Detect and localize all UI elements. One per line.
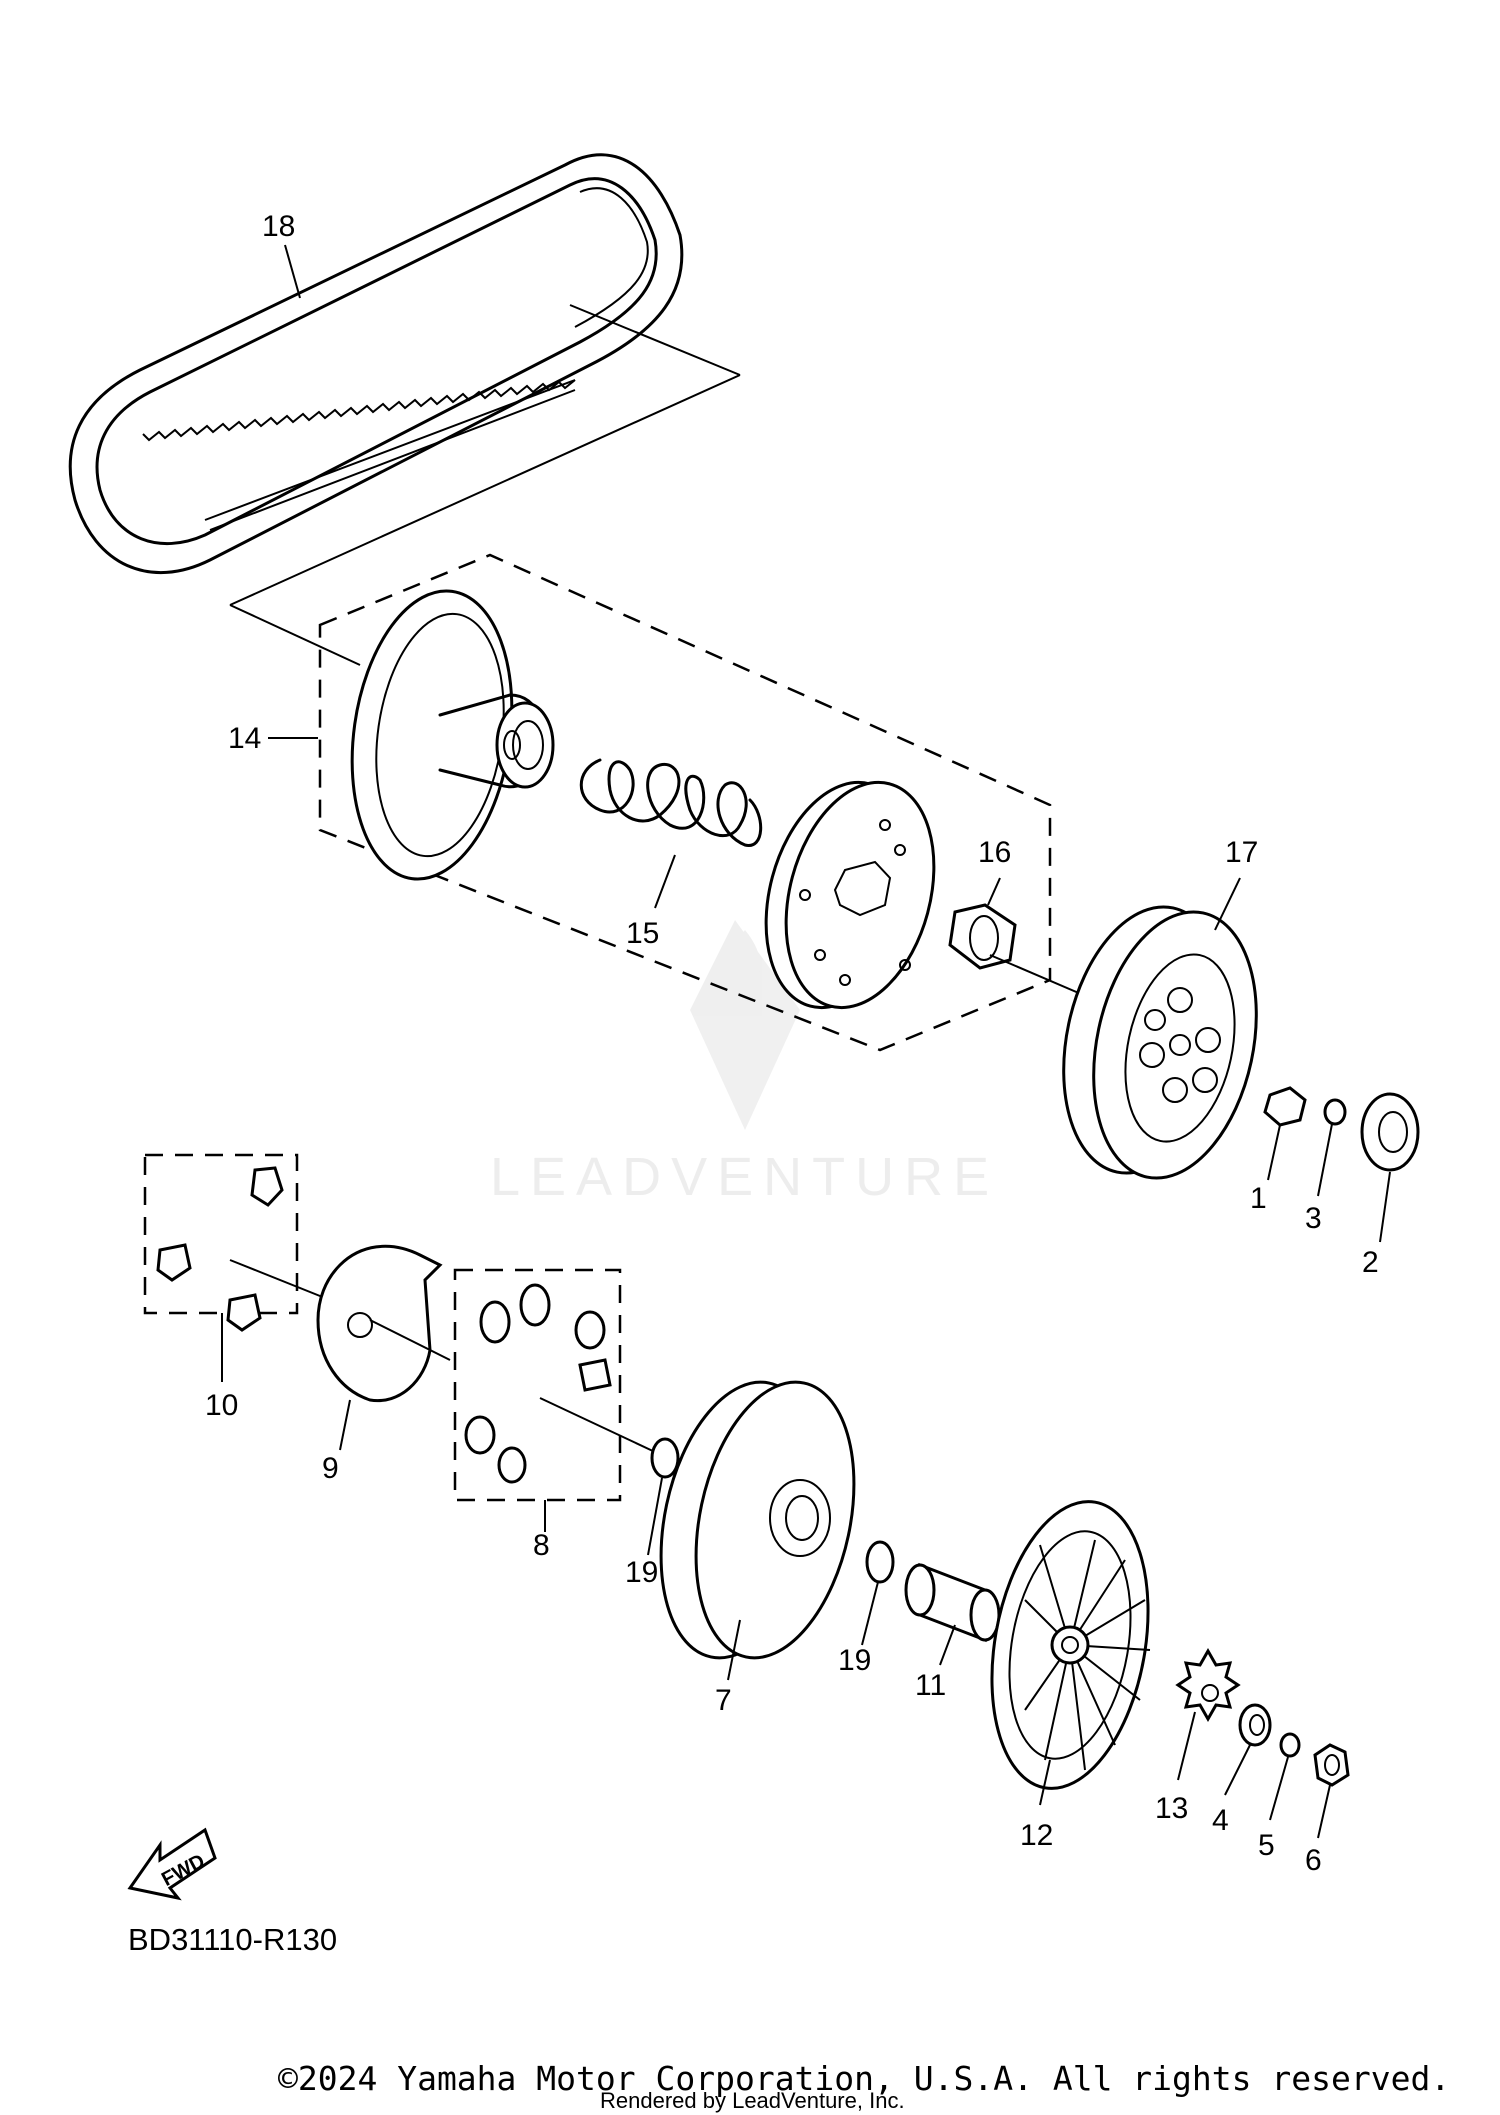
washer-5 bbox=[1279, 1732, 1301, 1758]
callout-11: 11 bbox=[915, 1669, 946, 1702]
callout-7: 7 bbox=[715, 1684, 732, 1717]
callout-12: 12 bbox=[1020, 1819, 1053, 1852]
callout-8: 8 bbox=[533, 1529, 550, 1562]
watermark-text: LEADVENTURE bbox=[490, 1147, 999, 1207]
diagram-code: BD31110-R130 bbox=[128, 1922, 337, 1957]
copyright-notice: ©2024 Yamaha Motor Corporation, U.S.A. A… bbox=[278, 2059, 1450, 2098]
clutch-nut bbox=[948, 903, 1017, 970]
collar bbox=[904, 1562, 1001, 1643]
fixed-sheave-fan bbox=[990, 1500, 1151, 1790]
slider-group-box bbox=[143, 1153, 299, 1315]
fwd-arrow-icon: FWD bbox=[127, 1827, 217, 1901]
bearing bbox=[1360, 1092, 1420, 1172]
compression-spring bbox=[579, 758, 763, 847]
leadventure-watermark: LEADVENTURE bbox=[490, 920, 999, 1207]
callout-6: 6 bbox=[1305, 1844, 1322, 1877]
callout-19-lower: 19 bbox=[838, 1644, 871, 1677]
callout-10: 10 bbox=[205, 1389, 238, 1422]
clutch-housing bbox=[1062, 905, 1258, 1180]
callout-2: 2 bbox=[1362, 1246, 1379, 1279]
callout-19-upper: 19 bbox=[625, 1556, 658, 1589]
callout-14: 14 bbox=[228, 722, 261, 755]
leader-lines bbox=[221, 244, 1391, 1839]
v-belt bbox=[68, 153, 741, 575]
callout-4: 4 bbox=[1212, 1804, 1229, 1837]
secondary-sheave bbox=[350, 589, 555, 881]
roller-weights bbox=[464, 1283, 612, 1484]
callout-17: 17 bbox=[1225, 836, 1258, 869]
weights-group-box bbox=[453, 1268, 622, 1502]
primary-sheave bbox=[659, 1380, 856, 1660]
callout-15: 15 bbox=[626, 917, 659, 950]
washer bbox=[1323, 1098, 1347, 1126]
callout-5: 5 bbox=[1258, 1829, 1275, 1862]
o-ring-upper bbox=[650, 1437, 680, 1479]
callout-13: 13 bbox=[1155, 1792, 1188, 1825]
rendered-by-notice: Rendered by LeadVenture, Inc. bbox=[600, 2088, 905, 2113]
sheave-nut-4 bbox=[1238, 1703, 1272, 1747]
callout-18: 18 bbox=[262, 210, 295, 243]
callout-1: 1 bbox=[1250, 1182, 1267, 1215]
nut-6 bbox=[1313, 1743, 1350, 1787]
slider-pieces bbox=[156, 1166, 284, 1332]
callout-9: 9 bbox=[322, 1452, 339, 1485]
callout-3: 3 bbox=[1305, 1202, 1322, 1235]
spacer bbox=[1263, 1086, 1307, 1127]
o-ring-lower bbox=[865, 1540, 895, 1584]
clutch-carrier bbox=[764, 780, 936, 1010]
callout-16: 16 bbox=[978, 836, 1011, 869]
